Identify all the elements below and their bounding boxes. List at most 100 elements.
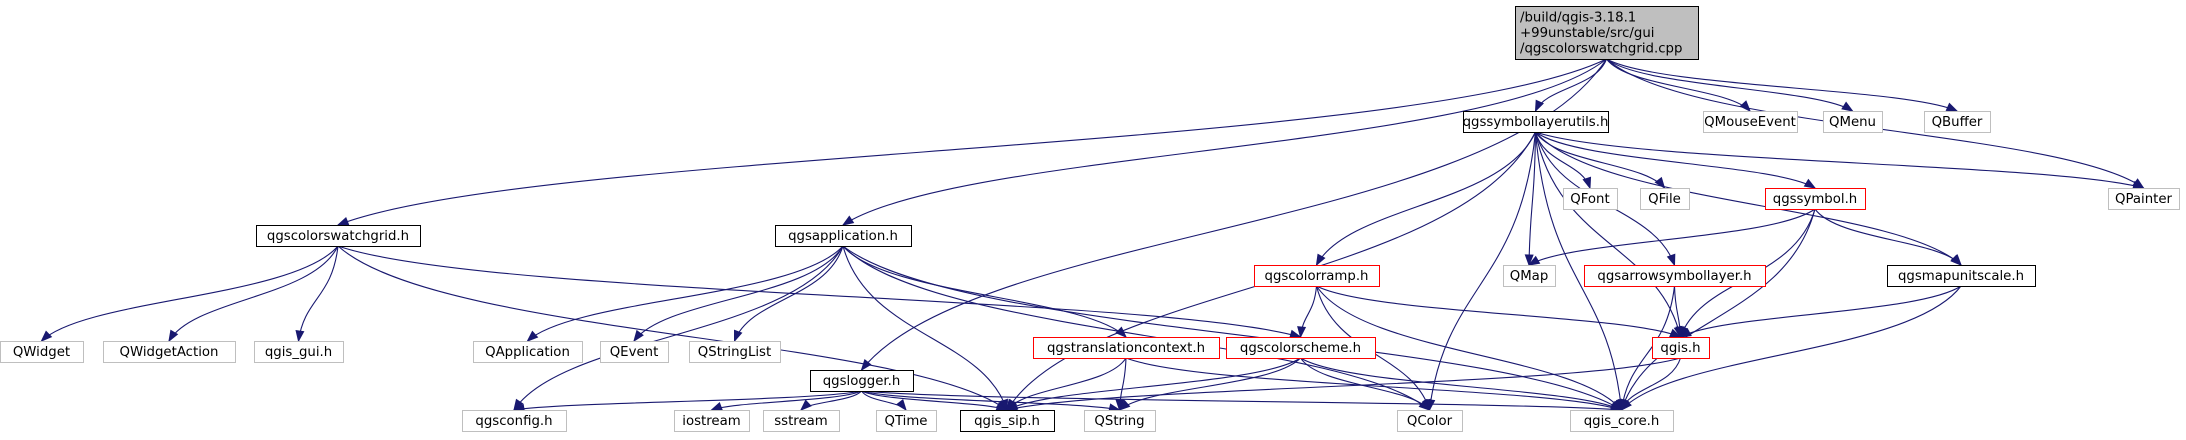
node-label: qgstranslationcontext.h bbox=[1047, 341, 1205, 356]
node-label: QApplication bbox=[485, 345, 570, 360]
node-label: qgsapplication.h bbox=[788, 229, 898, 244]
node-label: QColor bbox=[1407, 414, 1453, 429]
node-box bbox=[876, 410, 937, 432]
node-box bbox=[256, 225, 421, 247]
node-qcolor: QColor bbox=[1397, 410, 1463, 432]
node-box bbox=[473, 341, 583, 363]
node-qmap: QMap bbox=[1503, 265, 1556, 287]
node-symbol[interactable]: qgssymbol.h bbox=[1765, 188, 1866, 210]
node-box bbox=[1515, 6, 1699, 60]
node-box bbox=[1765, 188, 1866, 210]
node-label: QString bbox=[1094, 414, 1144, 429]
node-box bbox=[600, 341, 669, 363]
node-symbollayerutils[interactable]: qgssymbollayerutils.h bbox=[1463, 111, 1609, 133]
edge-colorramp-to-colorscheme bbox=[1297, 285, 1318, 339]
node-label: qgscolorscheme.h bbox=[1240, 341, 1361, 356]
node-root[interactable]: /build/qgis-3.18.1+99unstable/src/gui/qg… bbox=[1515, 6, 1699, 60]
edge-colorswatchgrid-to-qwidgetaction bbox=[168, 245, 339, 343]
edge-symbollayerutils-to-colorramp bbox=[1315, 131, 1537, 267]
edge-symbollayerutils-to-qmap bbox=[1524, 131, 1537, 267]
node-qgis_sip[interactable]: qgis_sip.h bbox=[960, 410, 1055, 432]
node-arrowsymbollayer[interactable]: qgsarrowsymbollayer.h bbox=[1584, 265, 1766, 287]
node-box bbox=[1033, 337, 1220, 359]
edge-arrowsymbollayer-to-qgis bbox=[1673, 285, 1685, 339]
node-box bbox=[103, 341, 236, 363]
nodes-layer: /build/qgis-3.18.1+99unstable/src/gui/qg… bbox=[0, 6, 2180, 432]
node-label: QFile bbox=[1648, 192, 1681, 207]
node-application[interactable]: qgsapplication.h bbox=[775, 225, 912, 247]
node-translationcontext[interactable]: qgstranslationcontext.h bbox=[1033, 337, 1220, 359]
node-qfont: QFont bbox=[1563, 188, 1618, 210]
node-colorramp[interactable]: qgscolorramp.h bbox=[1254, 265, 1380, 287]
node-sstream: sstream bbox=[763, 410, 840, 432]
node-qgis_core: qgis_core.h bbox=[1570, 410, 1674, 432]
node-qgis_gui: qgis_gui.h bbox=[254, 341, 344, 363]
node-logger[interactable]: qgslogger.h bbox=[810, 370, 914, 392]
node-qtime: QTime bbox=[876, 410, 937, 432]
node-qmouseevent: QMouseEvent bbox=[1703, 111, 1798, 133]
node-qevent: QEvent bbox=[600, 341, 669, 363]
edge-symbollayerutils-to-qfile bbox=[1535, 131, 1666, 190]
node-mapunitscale[interactable]: qgsmapunitscale.h bbox=[1887, 265, 2036, 287]
node-label: QMap bbox=[1510, 269, 1549, 284]
node-box bbox=[960, 410, 1055, 432]
node-label: iostream bbox=[682, 414, 740, 429]
node-box bbox=[1254, 265, 1380, 287]
node-box bbox=[2108, 188, 2180, 210]
node-qbuffer: QBuffer bbox=[1924, 111, 1991, 133]
node-label: sstream bbox=[774, 414, 828, 429]
node-colorswatchgrid[interactable]: qgscolorswatchgrid.h bbox=[256, 225, 421, 247]
node-qgis[interactable]: qgis.h bbox=[1652, 337, 1710, 359]
node-qmenu: QMenu bbox=[1823, 111, 1883, 133]
node-colorscheme[interactable]: qgscolorscheme.h bbox=[1226, 337, 1376, 359]
edge-symbollayerutils-to-qgis bbox=[1534, 131, 1683, 339]
node-qfile: QFile bbox=[1640, 188, 1690, 210]
node-label: qgssymbollayerutils.h bbox=[1463, 115, 1609, 130]
edge-application-to-qstringlist bbox=[733, 245, 844, 343]
node-box bbox=[1226, 337, 1376, 359]
edge-logger-to-qgis_sip bbox=[861, 390, 1009, 411]
node-label: QWidgetAction bbox=[120, 345, 219, 360]
node-label: QBuffer bbox=[1932, 115, 1983, 130]
node-label: qgssymbol.h bbox=[1773, 192, 1857, 207]
node-box bbox=[1584, 265, 1766, 287]
node-box bbox=[1652, 337, 1710, 359]
edge-application-to-qevent bbox=[633, 245, 844, 343]
edge-logger-to-sstream bbox=[799, 390, 862, 411]
edge-root-to-qmenu bbox=[1606, 58, 1854, 112]
node-qgsconfig: qgsconfig.h bbox=[462, 410, 567, 432]
node-label: qgsconfig.h bbox=[475, 414, 552, 429]
node-box bbox=[763, 410, 840, 432]
node-box bbox=[1570, 410, 1674, 432]
edge-root-to-qbuffer bbox=[1606, 58, 1959, 112]
node-box bbox=[1640, 188, 1690, 210]
edge-symbollayerutils-to-symbol bbox=[1535, 131, 1817, 189]
node-box bbox=[1563, 188, 1618, 210]
node-label: qgscolorswatchgrid.h bbox=[267, 229, 409, 244]
node-qapplication: QApplication bbox=[473, 341, 583, 363]
edge-qgis-to-qgis_core bbox=[1620, 357, 1682, 412]
node-box bbox=[1887, 265, 2036, 287]
edge-colorramp-to-qgis bbox=[1316, 285, 1682, 338]
node-label: QWidget bbox=[13, 345, 70, 360]
node-label: QTime bbox=[884, 414, 927, 429]
node-box bbox=[254, 341, 344, 363]
edge-root-to-colorswatchgrid bbox=[336, 58, 1607, 226]
node-qwidgetaction: QWidgetAction bbox=[103, 341, 236, 363]
edge-symbol-to-qgis_core bbox=[1620, 208, 1816, 412]
node-label: QFont bbox=[1570, 192, 1609, 207]
node-box bbox=[1924, 111, 1991, 133]
node-label: qgis.h bbox=[1660, 341, 1700, 356]
node-label: qgsmapunitscale.h bbox=[1898, 269, 2024, 284]
node-label: qgis_gui.h bbox=[265, 345, 332, 360]
node-box bbox=[0, 341, 84, 363]
node-box bbox=[1703, 111, 1798, 133]
node-box bbox=[674, 410, 750, 432]
node-qstringlist: QStringList bbox=[689, 341, 781, 363]
node-label: qgis_sip.h bbox=[974, 414, 1040, 429]
node-box bbox=[1397, 410, 1463, 432]
node-qstring: QString bbox=[1084, 410, 1156, 432]
node-box bbox=[689, 341, 781, 363]
edge-colorscheme-to-qcolor bbox=[1300, 357, 1431, 412]
